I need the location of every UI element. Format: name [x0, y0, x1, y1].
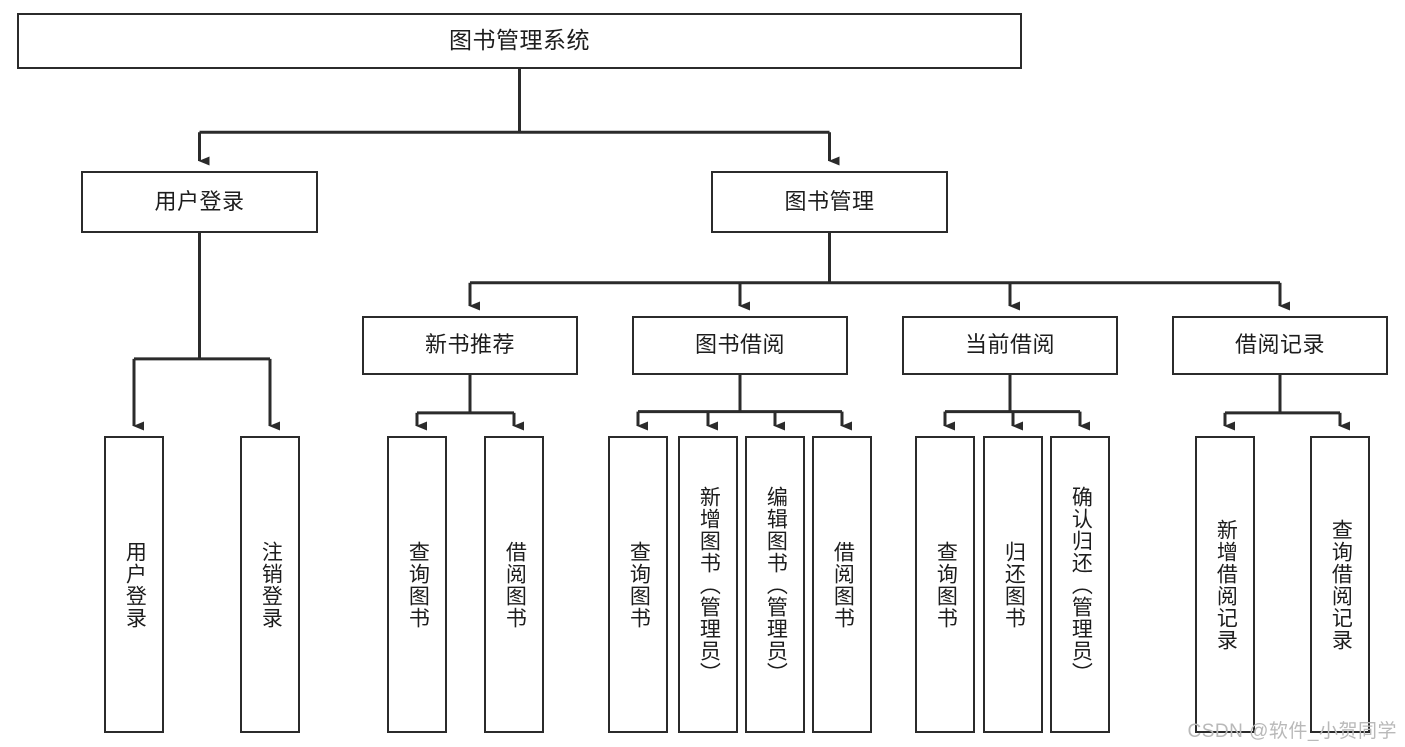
node-user-login[interactable]: 用户登录	[81, 171, 318, 233]
node-book-manage[interactable]: 图书管理	[711, 171, 948, 233]
node-label-leaf-borrow-book-1: 借阅图书	[503, 540, 527, 629]
node-new-book-rec[interactable]: 新书推荐	[362, 316, 578, 375]
node-leaf-borrow-book-1[interactable]: 借阅图书	[484, 436, 544, 733]
node-leaf-confirm-return[interactable]: 确认归还（管理员）	[1050, 436, 1110, 733]
node-leaf-query-book-3[interactable]: 查询图书	[915, 436, 975, 733]
node-leaf-add-book[interactable]: 新增图书（管理员）	[678, 436, 738, 733]
node-label-leaf-user-login: 用户登录	[123, 540, 147, 629]
node-label-leaf-borrow-book-2: 借阅图书	[831, 540, 855, 629]
node-label-leaf-query-book-3: 查询图书	[934, 540, 958, 629]
node-label-book-manage: 图书管理	[784, 188, 875, 214]
node-label-borrow-record: 借阅记录	[1234, 332, 1325, 358]
node-leaf-user-logout[interactable]: 注销登录	[240, 436, 300, 733]
node-leaf-add-record[interactable]: 新增借阅记录	[1195, 436, 1255, 733]
node-leaf-borrow-book-2[interactable]: 借阅图书	[812, 436, 872, 733]
node-label-leaf-add-record: 新增借阅记录	[1214, 518, 1238, 651]
node-label-user-login: 用户登录	[154, 188, 245, 214]
node-label-leaf-user-logout: 注销登录	[259, 540, 283, 629]
node-label-leaf-query-book-2: 查询图书	[627, 540, 651, 629]
node-root[interactable]: 图书管理系统	[17, 13, 1022, 69]
node-label-leaf-add-book: 新增图书（管理员）	[697, 485, 721, 684]
node-label-new-book-rec: 新书推荐	[424, 332, 515, 358]
node-leaf-query-record[interactable]: 查询借阅记录	[1310, 436, 1370, 733]
node-book-borrow[interactable]: 图书借阅	[632, 316, 848, 375]
node-label-leaf-edit-book: 编辑图书（管理员）	[764, 485, 788, 684]
node-current-borrow[interactable]: 当前借阅	[902, 316, 1118, 375]
node-leaf-edit-book[interactable]: 编辑图书（管理员）	[745, 436, 805, 733]
node-label-leaf-return-book: 归还图书	[1002, 540, 1026, 629]
node-label-leaf-confirm-return: 确认归还（管理员）	[1069, 485, 1093, 684]
node-label-leaf-query-record: 查询借阅记录	[1329, 518, 1353, 651]
node-label-leaf-query-book-1: 查询图书	[406, 540, 430, 629]
node-label-book-borrow: 图书借阅	[694, 332, 785, 358]
node-borrow-record[interactable]: 借阅记录	[1172, 316, 1388, 375]
node-leaf-query-book-1[interactable]: 查询图书	[387, 436, 447, 733]
node-leaf-user-login[interactable]: 用户登录	[104, 436, 164, 733]
node-leaf-query-book-2[interactable]: 查询图书	[608, 436, 668, 733]
node-label-current-borrow: 当前借阅	[964, 332, 1055, 358]
node-label-root: 图书管理系统	[449, 27, 590, 54]
node-leaf-return-book[interactable]: 归还图书	[983, 436, 1043, 733]
